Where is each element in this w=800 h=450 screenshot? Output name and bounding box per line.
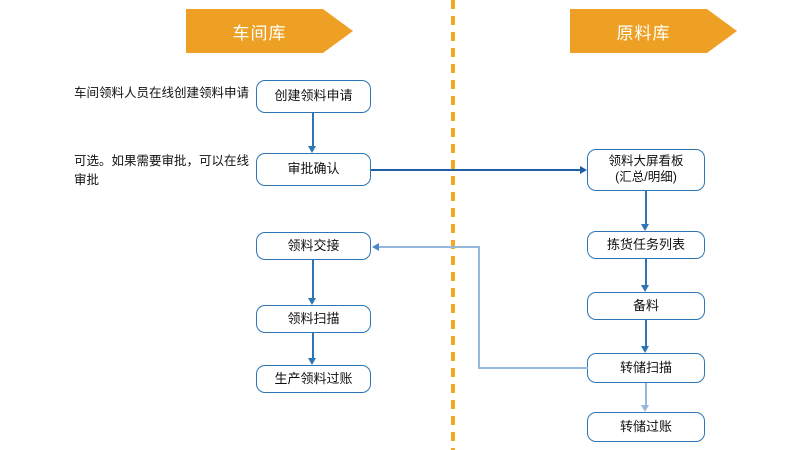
arrowhead-scan-to-posting [308, 358, 316, 365]
swimlane-divider [451, 0, 455, 450]
annotation-approval: 可选。如果需要审批，可以在线审批 [74, 154, 250, 187]
annotation-create-request: 车间领料人员在线创建领料申请 [74, 86, 250, 100]
node-dashboard[interactable]: 领料大屏看板 (汇总/明细) [587, 149, 705, 191]
connector-create-to-approval [312, 113, 314, 146]
arrowhead-picking-to-prepare [641, 285, 649, 292]
arrowhead-dashboard-to-picking [641, 224, 649, 231]
lane-banner-workshop: 车间库 [186, 9, 353, 53]
connector-dashboard-to-picking [645, 191, 647, 224]
node-approval-confirm[interactable]: 审批确认 [256, 153, 371, 186]
connector-approval-to-dashboard [371, 169, 580, 171]
arrowhead-handover-to-scan [308, 298, 316, 305]
node-production-posting[interactable]: 生产领料过账 [256, 365, 371, 393]
lane-banner-material-label: 原料库 [616, 23, 671, 43]
node-picking-task-list[interactable]: 拣货任务列表 [587, 231, 705, 259]
arrowhead-approval-to-dashboard [580, 165, 587, 174]
connector-scan-to-posting [312, 333, 314, 358]
connector-feedback-vertical-segment [478, 246, 480, 369]
connector-picking-to-prepare [645, 259, 647, 285]
node-transfer-scan[interactable]: 转储扫描 [587, 353, 705, 383]
node-material-handover[interactable]: 领料交接 [256, 232, 371, 260]
node-dashboard-line1: 领料大屏看板 [608, 154, 684, 169]
lane-banner-material: 原料库 [570, 9, 737, 53]
arrowhead-prepare-to-transfer-scan [641, 346, 649, 353]
connector-feedback-bottom-segment [478, 367, 588, 369]
lane-banner-workshop-label: 车间库 [232, 23, 287, 43]
arrowhead-feedback-to-handover [372, 242, 379, 251]
connector-feedback-top-segment [379, 246, 479, 248]
node-prepare-material[interactable]: 备料 [587, 292, 705, 320]
connector-transfer-scan-to-posting [645, 383, 647, 405]
node-material-scan[interactable]: 领料扫描 [256, 305, 371, 333]
node-transfer-posting[interactable]: 转储过账 [587, 412, 705, 442]
arrowhead-transfer-scan-to-posting [641, 405, 649, 412]
connector-handover-to-scan [312, 260, 314, 298]
node-dashboard-line2: (汇总/明细) [615, 170, 677, 184]
arrowhead-create-to-approval [308, 146, 316, 153]
node-create-request[interactable]: 创建领料申请 [256, 80, 371, 113]
connector-prepare-to-transfer-scan [645, 320, 647, 346]
